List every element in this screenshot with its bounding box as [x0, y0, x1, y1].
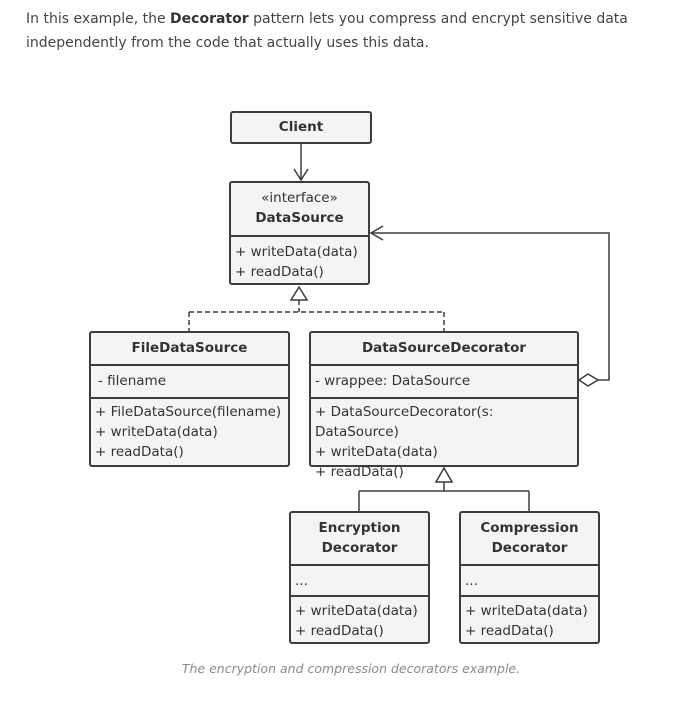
- method-item: + readData(): [235, 264, 324, 280]
- method-item: + writeData(data): [315, 444, 438, 460]
- class-compressiondecorator-methods: + writeData(data) + readData(): [461, 595, 598, 641]
- class-encryptiondecorator-name-line1: Encryption: [318, 520, 401, 536]
- class-datasourcedecorator-methods: + DataSourceDecorator(s: DataSource) + w…: [311, 397, 577, 482]
- method-item: + writeData(data): [465, 603, 588, 619]
- field-item: - filename: [98, 373, 167, 389]
- class-datasource: «interface» DataSource + writeData(data)…: [229, 181, 370, 285]
- method-item: + writeData(data): [235, 244, 358, 260]
- intro-text-before: In this example, the: [26, 11, 171, 27]
- field-item: - wrappee: DataSource: [315, 373, 471, 389]
- class-encryptiondecorator-methods: + writeData(data) + readData(): [291, 595, 428, 641]
- class-filedatasource: FileDataSource - filename + FileDataSour…: [89, 331, 290, 467]
- diagram-caption: The encryption and compression decorator…: [181, 661, 521, 676]
- class-filedatasource-name: FileDataSource: [131, 340, 248, 356]
- realization-triangle: [289, 285, 309, 301]
- class-encryptiondecorator-name-line2: Decorator: [321, 540, 398, 556]
- class-compressiondecorator: Compression Decorator ... + writeData(da…: [459, 511, 600, 644]
- class-client: Client: [230, 111, 372, 144]
- intro-bold-pattern: Decorator: [170, 11, 249, 27]
- class-datasourcedecorator-fields: - wrappee: DataSource: [311, 364, 577, 397]
- intro-paragraph: In this example, the Decorator pattern l…: [26, 7, 646, 55]
- class-encryptiondecorator-header: Encryption Decorator: [291, 513, 428, 564]
- client-dependency-arrowhead: [293, 168, 309, 182]
- intro-text-after: pattern lets you compress and encrypt se…: [26, 11, 628, 51]
- class-datasourcedecorator-name: DataSourceDecorator: [361, 340, 527, 356]
- method-item: + readData(): [95, 444, 184, 460]
- class-encryptiondecorator-fields: ...: [291, 564, 428, 595]
- method-item: + readData(): [295, 623, 384, 639]
- method-item: + writeData(data): [295, 603, 418, 619]
- method-item: + writeData(data): [95, 424, 218, 440]
- field-item: ...: [295, 573, 308, 589]
- class-datasource-header: «interface» DataSource: [231, 183, 368, 235]
- class-datasource-methods: + writeData(data) + readData(): [231, 235, 368, 283]
- field-item: ...: [465, 573, 478, 589]
- method-item: + readData(): [315, 464, 404, 480]
- class-compressiondecorator-name-line1: Compression: [480, 520, 579, 536]
- aggregation-arrowhead: [369, 225, 384, 241]
- method-item: + readData(): [465, 623, 554, 639]
- class-client-name: Client: [278, 119, 324, 135]
- aggregation-line: [371, 232, 610, 381]
- method-item: + DataSourceDecorator(s: DataSource): [315, 404, 494, 440]
- class-datasource-stereotype: «interface»: [261, 190, 338, 206]
- class-encryptiondecorator: Encryption Decorator ... + writeData(dat…: [289, 511, 430, 644]
- class-compressiondecorator-name-line2: Decorator: [491, 540, 568, 556]
- class-compressiondecorator-header: Compression Decorator: [461, 513, 598, 564]
- method-item: + FileDataSource(filename): [95, 404, 282, 420]
- aggregation-diamond: [577, 373, 600, 387]
- class-filedatasource-fields: - filename: [91, 364, 288, 397]
- class-datasource-name: DataSource: [255, 210, 344, 226]
- class-datasourcedecorator: DataSourceDecorator - wrappee: DataSourc…: [309, 331, 579, 480]
- class-compressiondecorator-fields: ...: [461, 564, 598, 595]
- class-filedatasource-methods: + FileDataSource(filename) + writeData(d…: [91, 397, 288, 462]
- inheritance-triangle: [434, 466, 454, 483]
